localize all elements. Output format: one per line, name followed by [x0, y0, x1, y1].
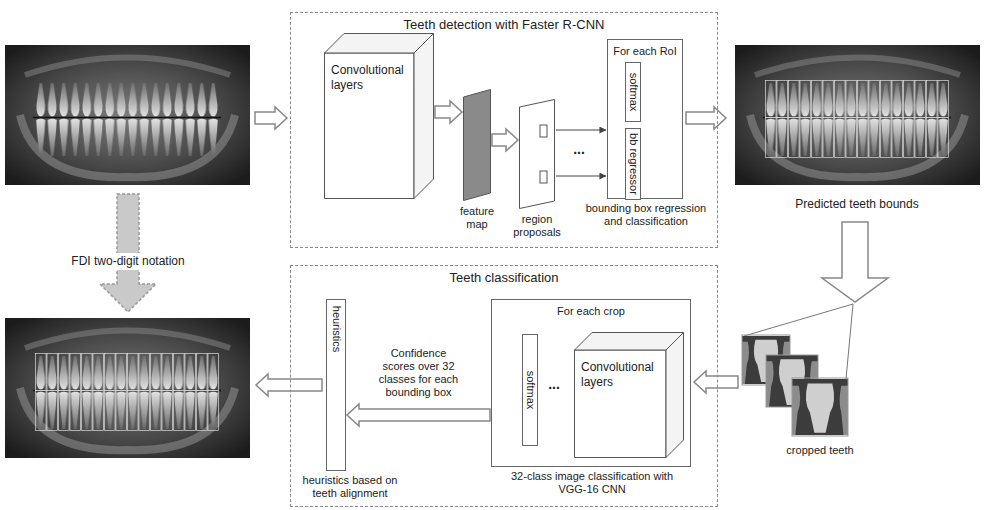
box-label: heuristics [330, 306, 343, 352]
bounding-boxes [765, 80, 949, 158]
thin-arrow [556, 130, 606, 131]
bounding-boxes [35, 353, 219, 431]
xray-predicted [735, 45, 980, 185]
box-title: Teeth detection with Faster R-CNN [293, 17, 715, 33]
region-proposals: region proposals [519, 99, 555, 209]
cube-face [666, 333, 684, 458]
cube-face [575, 350, 667, 458]
block-arrow [347, 404, 490, 426]
plane-face [464, 90, 491, 201]
box-label: Convolutional layers [581, 360, 659, 390]
box-caption: bounding box regression and classificati… [576, 202, 716, 228]
softmax-layer: softmax [625, 62, 641, 122]
xray-output [5, 318, 250, 458]
thin-arrow [556, 176, 606, 177]
block-arrow [435, 101, 462, 123]
box-caption: heuristics based on teeth alignment [298, 474, 402, 500]
leader-line [846, 304, 853, 379]
regressor-layer: bb regressor [625, 128, 641, 200]
cube-face [325, 53, 415, 199]
cube-outline [574, 332, 684, 458]
box-label: softmax [627, 73, 640, 112]
proposal-box [540, 171, 547, 183]
conv-block: Convolutional layers [324, 33, 434, 199]
ellipsis: ... [548, 376, 560, 393]
stage-panel: Convolutional layersfeature mapregion pr… [290, 12, 718, 248]
crop-classifier: softmax Convolutional layers For each crop… [491, 299, 691, 467]
block-arrow [694, 371, 738, 393]
crop-frame [792, 378, 848, 436]
xray-input [5, 45, 250, 185]
softmax-layer: softmax [522, 334, 538, 446]
box-title: For each crop [494, 304, 688, 318]
block-arrow [256, 374, 322, 396]
ellipsis: ... [573, 141, 585, 158]
cube-outline [324, 33, 434, 199]
edge-label: Confidence scores over 32 classes for ea… [374, 347, 464, 399]
stage-panel: softmax Convolutional layers For each crop… [290, 265, 718, 507]
plane-outline [463, 89, 491, 201]
block-arrow [492, 129, 518, 151]
plane-face [520, 100, 555, 209]
leader-line [744, 304, 853, 336]
cube-face [414, 34, 434, 199]
proposal-box [540, 125, 547, 137]
box-title: For each RoI [610, 44, 680, 58]
caption-label: cropped teeth [786, 443, 853, 457]
box-label: softmax [524, 371, 537, 410]
box-caption: region proposals [507, 213, 567, 239]
tooth-crop [788, 379, 853, 435]
block-arrow [255, 107, 287, 129]
plane-outline [519, 99, 555, 209]
roi-head: softmaxbb regressorFor each RoIbounding … [607, 39, 683, 199]
caption-label: Predicted teeth bounds [795, 197, 918, 212]
box-caption: feature map [451, 205, 503, 231]
box-label: bb regressor [627, 133, 640, 195]
block-arrow [686, 107, 726, 129]
arrow-label: FDI two-digit notation [68, 253, 187, 270]
heuristics-block: heuristicsheuristics based on teeth alig… [326, 299, 346, 471]
conv-block: Convolutional layers [574, 332, 684, 458]
block-arrow [822, 222, 888, 302]
box-title: Teeth classification [293, 270, 715, 286]
box-label: Convolutional layers [331, 63, 407, 93]
cube-face [575, 333, 684, 351]
box-caption: 32-class image classification with VGG-1… [507, 470, 677, 496]
feature-map: feature map [463, 89, 491, 201]
